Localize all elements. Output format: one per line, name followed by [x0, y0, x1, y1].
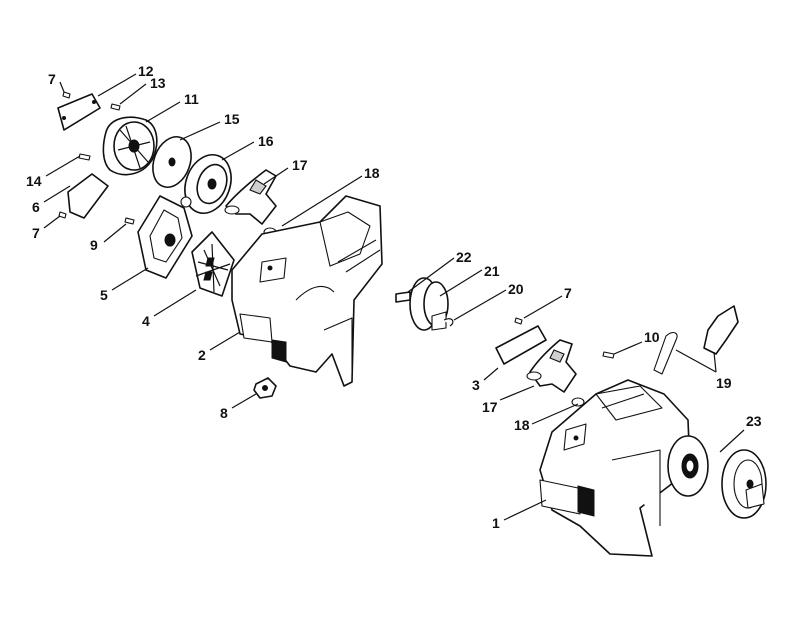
part-17-handle-lower	[526, 339, 577, 393]
callout-8: 8	[220, 405, 228, 421]
callout-14: 14	[26, 173, 42, 189]
callout-21: 21	[484, 263, 500, 279]
callout-17-upper: 17	[292, 157, 308, 173]
part-6-plate	[67, 173, 109, 219]
part-11-pulley-housing	[102, 116, 158, 176]
part-flywheel	[667, 435, 709, 497]
part-5-filter-housing	[137, 195, 193, 279]
callout-17-lower: 17	[482, 399, 498, 415]
callout-6: 6	[32, 199, 40, 215]
callout-22: 22	[456, 249, 472, 265]
part-12-plate	[57, 93, 101, 131]
callout-20: 20	[508, 281, 524, 297]
part-19-lever	[653, 305, 739, 375]
callout-13: 13	[150, 75, 166, 91]
callout-7-top: 7	[48, 71, 56, 87]
part-21-starter-cup	[395, 277, 454, 331]
part-7-screw-left	[58, 211, 67, 219]
part-23-starter-cup	[721, 449, 767, 519]
callout-5: 5	[100, 287, 108, 303]
part-13-screw	[110, 103, 121, 111]
callout-1: 1	[492, 515, 500, 531]
part-1-fan-housing	[539, 379, 691, 557]
part-9-screw	[124, 217, 135, 225]
part-2-housing	[231, 195, 383, 387]
callout-16: 16	[258, 133, 274, 149]
callout-2: 2	[198, 347, 206, 363]
part-10-screw	[602, 351, 615, 359]
callout-23: 23	[746, 413, 762, 429]
callout-4: 4	[142, 313, 150, 329]
callout-7-middle: 7	[564, 285, 572, 301]
callout-labels: 7 12 13 11 15 16 17 18 14 6 7 9 5 4 2 8 …	[26, 63, 762, 531]
part-3-plate	[495, 325, 547, 365]
callout-12: 12	[138, 63, 154, 79]
part-15-washer	[152, 136, 192, 188]
callout-10: 10	[644, 329, 660, 345]
callout-18-upper: 18	[364, 165, 380, 181]
callout-9: 9	[90, 237, 98, 253]
part-18-grommet-lower	[571, 397, 585, 407]
callout-19: 19	[716, 375, 732, 391]
part-14-screw	[78, 153, 91, 161]
part-7-screw-middle	[514, 317, 523, 325]
part-8-nut	[253, 377, 277, 399]
part-7-screw-top	[62, 91, 71, 99]
callout-15: 15	[224, 111, 240, 127]
part-4-grid-plate	[191, 231, 235, 297]
callout-11: 11	[184, 91, 199, 107]
callout-7-left: 7	[32, 225, 40, 241]
callout-3: 3	[472, 377, 480, 393]
part-16-pulley	[180, 154, 232, 214]
leader-lines	[43, 73, 745, 521]
callout-18-lower: 18	[514, 417, 530, 433]
part-17-handle-upper	[224, 169, 277, 225]
